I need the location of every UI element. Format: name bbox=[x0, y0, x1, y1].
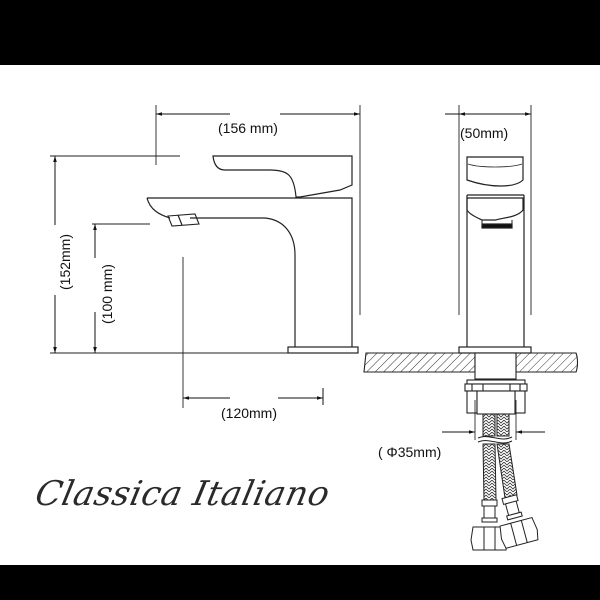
bottom-black-bar bbox=[0, 565, 600, 600]
flexible-hoses bbox=[470, 413, 539, 551]
top-black-bar bbox=[0, 0, 600, 65]
dim-width-label: (50mm) bbox=[460, 125, 508, 141]
side-view bbox=[50, 105, 361, 408]
dim-diameter-label: ( Φ35mm) bbox=[378, 444, 441, 460]
dim-reach-label: (120mm) bbox=[221, 405, 277, 421]
dim-spout-height-label: (100 mm) bbox=[99, 264, 115, 324]
front-view bbox=[458, 105, 532, 354]
dim-height-label: (152mm) bbox=[57, 234, 73, 290]
dim-length-label: (156 mm) bbox=[218, 120, 278, 136]
dimension-lines-front bbox=[442, 112, 545, 440]
countertop-section bbox=[363, 352, 579, 415]
dimension-lines-side bbox=[53, 112, 360, 405]
brand-logo-text: Classica Italiano bbox=[31, 474, 334, 514]
